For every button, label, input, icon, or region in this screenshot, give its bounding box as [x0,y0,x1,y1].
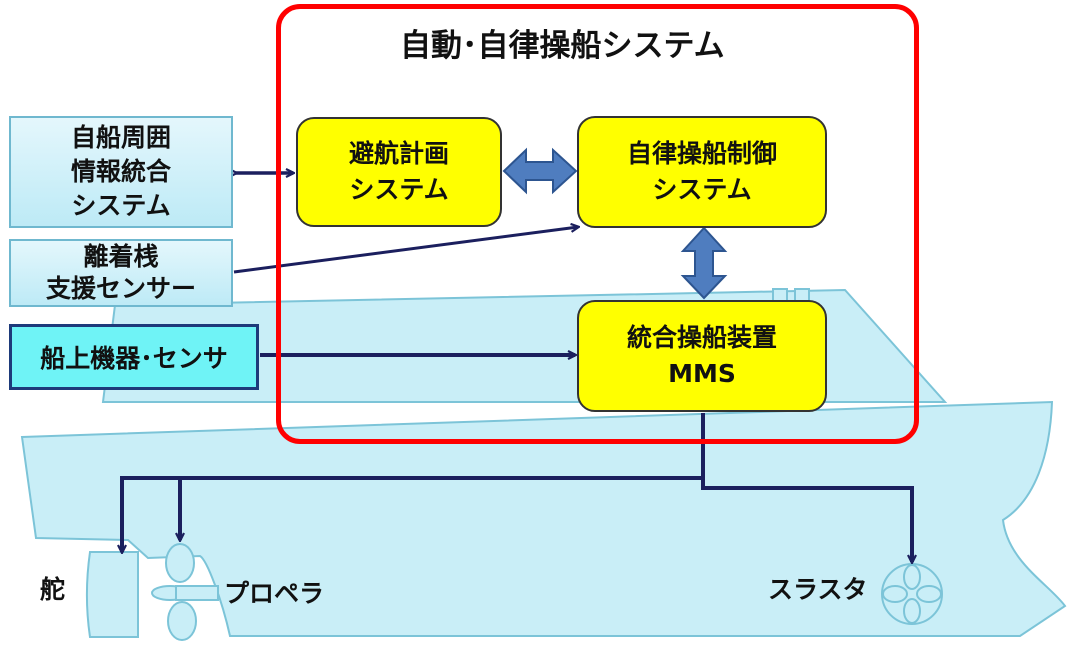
propeller-shape [151,543,219,641]
surrounding-info-label-2: 情報統合 [70,157,171,186]
rudder-shape [86,551,139,638]
autonomous-system-frame [276,4,919,444]
arrow-to-thruster [701,478,912,562]
double-arrow-vertical [680,226,728,300]
berthing-sensor-label-1: 離着桟 [83,242,159,271]
route-planning-label-1: 避航計画 [348,139,449,168]
ship-hull [20,400,1067,637]
rudder-label: 舵 [40,575,66,604]
integrated-system-box: 統合操船装置 MMS [577,300,827,412]
arrow-to-rudder [122,413,705,552]
arrow-berthing-sensor [233,227,578,274]
berthing-sensor-label-2: 支援センサー [45,274,196,303]
autonomous-control-label-2: システム [652,175,752,204]
surrounding-info-label-3: システム [71,191,171,220]
autonomous-control-label-1: 自律操船制御 [626,139,777,168]
integrated-system-label-1: 統合操船装置 [626,323,777,352]
onboard-sensor-label: 船上機器･センサ [40,344,228,373]
route-planning-label-2: システム [349,175,449,204]
integrated-system-label-2: MMS [668,359,736,388]
surrounding-info-box: 自船周囲 情報統合 システム [9,116,233,228]
onboard-sensor-box: 船上機器･センサ [9,324,259,390]
double-arrow-horizontal [502,147,578,195]
autonomous-control-box: 自律操船制御 システム [577,116,827,228]
route-planning-box: 避航計画 システム [296,117,502,227]
propeller-label: プロペラ [224,579,325,608]
thruster-shape [881,563,943,625]
thruster-label: スラスタ [768,575,868,604]
system-title: 自動･自律操船システム [400,28,725,64]
berthing-sensor-box: 離着桟 支援センサー [9,239,233,307]
surrounding-info-label-1: 自船周囲 [70,123,171,152]
